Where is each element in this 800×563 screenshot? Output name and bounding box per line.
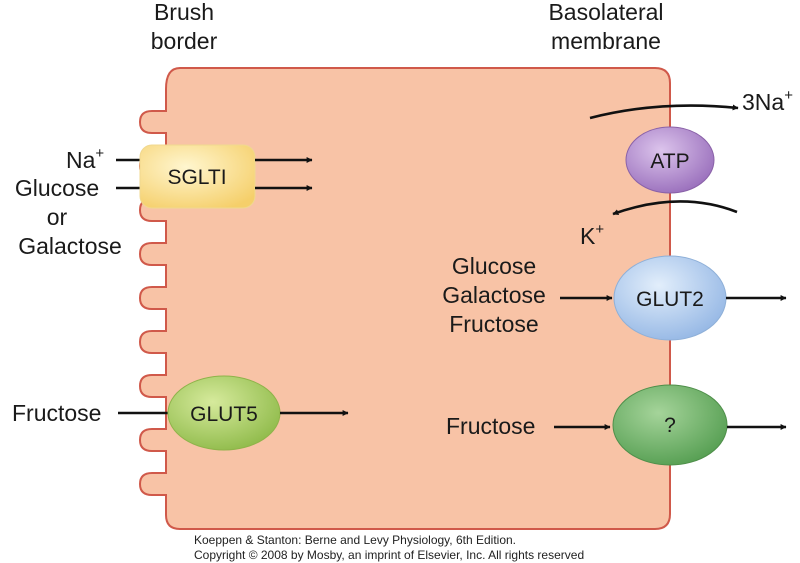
brush-border-heading-1: Brush (154, 0, 214, 25)
unknown-transporter (612, 384, 728, 466)
k-in-label: K+ (580, 221, 604, 249)
na-out-label: 3Na+ (742, 87, 793, 115)
k-influx-arrow (612, 200, 738, 216)
or-label: or (47, 204, 68, 230)
credit-line-2: Copyright © 2008 by Mosby, an imprint of… (194, 548, 584, 562)
basolateral-heading-2: membrane (551, 28, 661, 54)
unknown-transporter-label: ? (664, 414, 676, 437)
na-k-atpase (625, 126, 715, 194)
sglt1-transporter (139, 144, 256, 209)
glucose-label: Glucose (15, 175, 99, 201)
galactose-label: Galactose (18, 233, 122, 259)
glut2-substrate-fructose: Fructose (449, 311, 538, 337)
fructose-right-label: Fructose (446, 413, 535, 439)
basolateral-heading-1: Basolateral (548, 0, 663, 25)
brush-border-heading-2: border (151, 28, 218, 54)
atp-label: ATP (650, 150, 689, 173)
na-in-label: Na+ (66, 145, 104, 173)
glut5-label: GLUT5 (190, 403, 258, 426)
glut2-substrate-glucose: Glucose (452, 253, 536, 279)
sglt1-label: SGLTI (167, 166, 226, 189)
na-efflux-arrow (589, 104, 739, 120)
credit-line-1: Koeppen & Stanton: Berne and Levy Physio… (194, 533, 516, 547)
fructose-left-label: Fructose (12, 400, 101, 426)
glut2-substrate-galactose: Galactose (442, 282, 546, 308)
glut2-label: GLUT2 (636, 288, 704, 311)
